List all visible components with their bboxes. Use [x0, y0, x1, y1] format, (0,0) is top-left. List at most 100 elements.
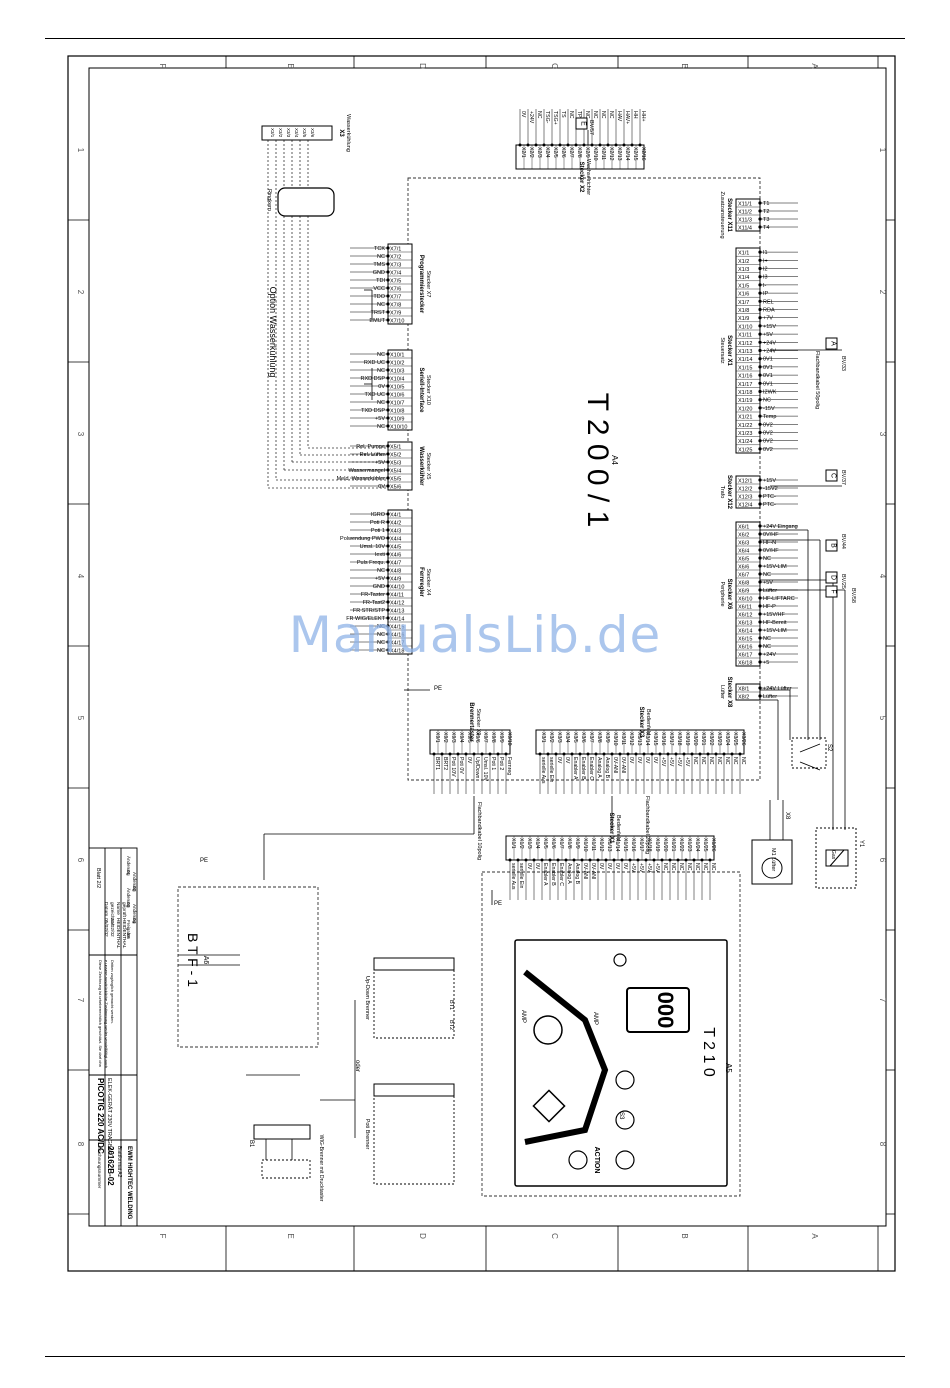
border-number: 8 — [76, 1142, 85, 1147]
signal-label: +5V — [375, 460, 385, 466]
pin-label: X2/3 — [536, 147, 542, 158]
signal-label: NC — [662, 863, 668, 871]
signal-label: +5V — [654, 863, 660, 873]
signal-label: NC — [536, 111, 542, 119]
pin-label: X3/21 — [700, 732, 706, 746]
border-number: 8 — [878, 1142, 887, 1147]
signal-label: Enabler A — [572, 757, 578, 780]
border-letter: C — [550, 1233, 559, 1239]
display-readout: 000 — [653, 992, 678, 1029]
signal-label: NC — [708, 757, 714, 765]
signal-label: PTC- — [763, 502, 776, 508]
ref-box — [825, 469, 838, 482]
signal-label: BRT1 — [434, 757, 440, 770]
s2-label: S2 — [826, 744, 832, 752]
pin-label: X11/1 — [738, 201, 752, 207]
signal-label: Meld. Wasserkühler — [337, 476, 386, 482]
signal-label: Enabler B — [550, 863, 556, 886]
pin-label: X1/24 — [694, 838, 700, 852]
signal-label: RDA — [763, 307, 775, 313]
pin-label: X4/11 — [390, 592, 404, 598]
poti-torch-box — [373, 1083, 455, 1185]
pin-label: X10/8 — [390, 408, 404, 414]
pin-label: X3/2 — [278, 128, 283, 138]
pin-label: X9/4 — [458, 732, 464, 743]
pin-label: X6/15 — [738, 636, 752, 642]
signal-label: TS — [560, 111, 566, 118]
bv-label: BV/37 — [840, 470, 846, 485]
signal-label: NC — [763, 556, 771, 562]
pin-label: X3/7 — [588, 732, 594, 743]
signal-label: BRT2 — [442, 757, 448, 770]
pin-label: X4/5 — [390, 544, 401, 550]
updown-torch-label: Up-Down Brenner — [364, 976, 370, 1020]
pin-label: X1/25 — [702, 838, 708, 852]
signal-label: 0V — [598, 863, 604, 870]
signal-label: T4 — [763, 225, 769, 231]
pin-label: X3/5 — [302, 128, 307, 138]
gas-label: Gas — [830, 850, 836, 860]
connector-subtitle: Bedienfeld — [645, 709, 651, 735]
signal-label: T1 — [763, 201, 769, 207]
pin-label: X4/17 — [390, 640, 404, 646]
pin-label: X4/12 — [390, 600, 404, 606]
pin-label: X2/10 — [592, 147, 598, 161]
pin-label: X10/5 — [390, 384, 404, 390]
signal-label: +24V Lüfter — [763, 686, 792, 692]
title-row-value: 21/02/02 — [109, 918, 115, 937]
pin-label: X10/7 — [390, 400, 404, 406]
border-letter: D — [418, 1233, 427, 1239]
signal-label: I2 — [763, 266, 768, 272]
signal-label: Rel. Lüfter — [360, 452, 386, 458]
switch-s2 — [791, 737, 827, 771]
pin-label: X1/14 — [738, 357, 752, 363]
connector-title: Stecker X3 — [638, 707, 644, 738]
pin-label: X6/3 — [738, 540, 749, 546]
copyright-notice: Dritten zugänglich gemacht werden. — [110, 960, 115, 1024]
signal-label: TP — [576, 111, 582, 118]
border-number: 4 — [76, 574, 85, 579]
signal-label: Poti 1 — [490, 757, 496, 770]
pin-label: X3/26 — [740, 732, 746, 746]
signal-label: +5V — [375, 576, 385, 582]
border-number: 6 — [76, 858, 85, 863]
signal-label: +5V — [763, 332, 773, 338]
change-label: Änderung — [132, 872, 138, 892]
ref-box-letter: D — [830, 575, 837, 580]
signal-label: Umsl. 10V — [482, 757, 488, 781]
bt2-label: BT2 — [448, 1020, 454, 1030]
pin-label: X1/23 — [738, 431, 752, 437]
pin-label: X4/9 — [390, 576, 401, 582]
border-letter: D — [418, 63, 427, 69]
pin-label: X1/17 — [638, 838, 644, 852]
pin-label: X8/1 — [738, 686, 749, 692]
pin-label: X3/13 — [636, 732, 642, 746]
signal-label: I1 — [763, 250, 768, 256]
pin-label: X1/24 — [738, 439, 752, 445]
signal-label: HAV+ — [624, 111, 630, 124]
border-number: 3 — [878, 432, 887, 437]
x5-poti — [373, 1083, 455, 1097]
pin-label: X3/15 — [652, 732, 658, 746]
signal-label: IP — [763, 291, 769, 297]
watermark: ManualsLib.de — [288, 606, 662, 664]
pin-label: X11/4 — [738, 225, 752, 231]
pin-label: X3/23 — [716, 732, 722, 746]
x8b-label: X8 — [784, 812, 790, 820]
signal-label: I- — [763, 283, 767, 289]
signal-label: NC — [724, 757, 730, 765]
signal-label: NC — [710, 863, 716, 871]
pin-label: X3/14 — [644, 732, 650, 746]
signal-label: 0V-ANI — [620, 757, 626, 773]
connector-title: Stecker X8 — [726, 677, 732, 708]
signal-label: NC — [716, 757, 722, 765]
connector-subtitle: Zusatzansteuerung — [719, 191, 725, 238]
ref-box-letter: C — [830, 473, 837, 478]
border-number: 2 — [76, 290, 85, 295]
signal-label: +15V-LIM — [763, 628, 787, 634]
pin-label: X4/13 — [390, 608, 404, 614]
